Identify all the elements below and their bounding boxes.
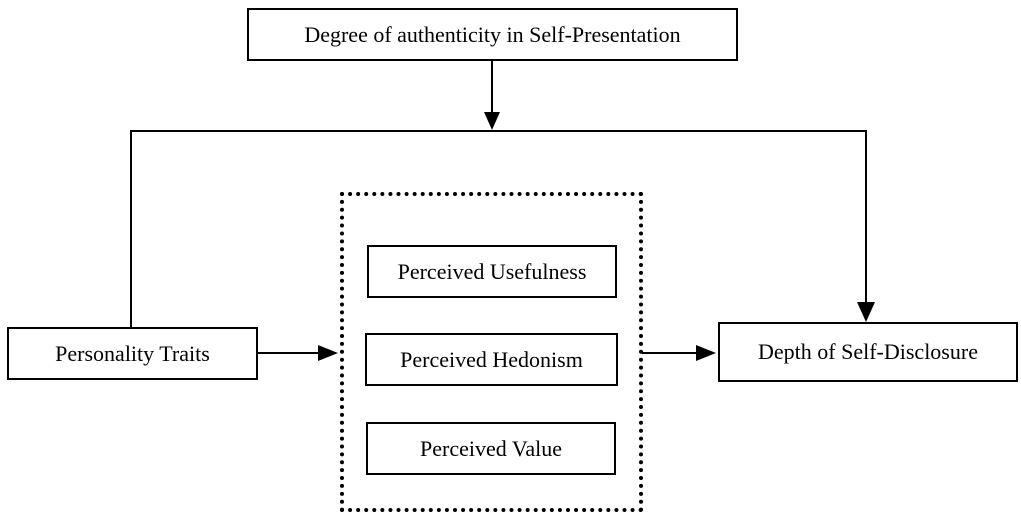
arrowhead-group — [318, 345, 338, 361]
node-perceived-usefulness: Perceived Usefulness — [367, 245, 617, 298]
node-perceived-hedonism: Perceived Hedonism — [365, 333, 618, 386]
node-depth-of-self-disclosure: Depth of Self-Disclosure — [718, 322, 1018, 382]
perceptions-group — [340, 192, 643, 512]
arrowhead-disclosure-top — [857, 302, 875, 322]
node-authenticity: Degree of authenticity in Self-Presentat… — [247, 8, 738, 61]
arrowhead-disclosure-side — [696, 345, 716, 361]
node-perceived-value: Perceived Value — [366, 422, 616, 475]
node-personality-traits: Personality Traits — [7, 327, 258, 380]
line-personality-to-disclosure — [130, 130, 867, 327]
arrowhead-authenticity — [484, 112, 500, 130]
